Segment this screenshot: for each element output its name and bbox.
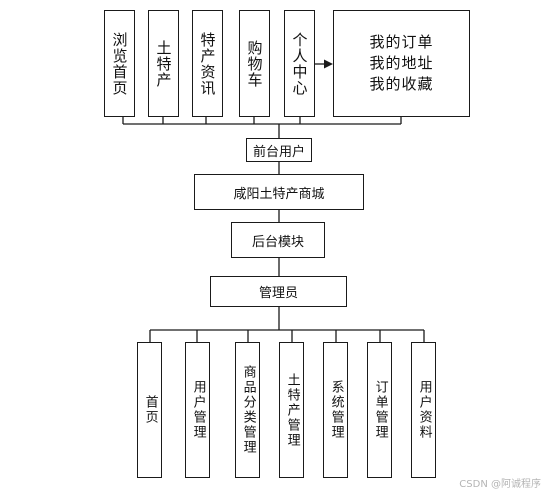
admin-box: 管理员 <box>210 276 347 307</box>
admin-item-user-management: 用户管理 <box>185 342 210 478</box>
admin-item-specialty-management: 土特产管理 <box>279 342 304 478</box>
nav-item-label: 土特产 <box>154 39 173 88</box>
admin-item-label: 订单管理 <box>372 380 388 440</box>
admin-label: 管理员 <box>258 286 298 301</box>
system-name-box: 咸阳土特产商城 <box>194 174 364 210</box>
submenu-item-my-orders: 我的订单 <box>369 33 434 51</box>
admin-item-label: 系统管理 <box>328 380 344 440</box>
admin-item-label: 土特产管理 <box>284 372 300 448</box>
back-module-box: 后台模块 <box>231 222 325 258</box>
admin-item-category-management: 商品分类管理 <box>235 342 260 478</box>
admin-item-label: 商品分类管理 <box>240 365 256 455</box>
nav-item-local-specialty: 土特产 <box>148 10 179 117</box>
back-module-label: 后台模块 <box>251 234 304 250</box>
watermark: CSDN @阿诚程序 <box>459 479 541 490</box>
nav-item-label: 购物车 <box>245 39 264 88</box>
admin-item-label: 用户管理 <box>190 380 206 440</box>
front-user-box: 前台用户 <box>246 138 312 162</box>
admin-item-order-management: 订单管理 <box>367 342 392 478</box>
submenu-item-my-favorites: 我的收藏 <box>369 75 434 93</box>
nav-item-label: 特产资讯 <box>198 31 217 96</box>
nav-item-browse-home: 浏览首页 <box>104 10 135 117</box>
admin-item-system-management: 系统管理 <box>323 342 348 478</box>
admin-item-label: 用户资料 <box>416 380 432 440</box>
nav-item-label: 浏览首页 <box>110 31 129 96</box>
system-name-label: 咸阳土特产商城 <box>233 186 325 202</box>
nav-item-specialty-news: 特产资讯 <box>192 10 223 117</box>
admin-item-label: 首页 <box>142 395 158 425</box>
submenu-item-my-address: 我的地址 <box>369 54 434 72</box>
admin-item-home: 首页 <box>137 342 162 478</box>
personal-center-submenu: 我的订单 我的地址 我的收藏 <box>333 10 470 117</box>
nav-item-label: 个人中心 <box>290 31 309 96</box>
front-user-label: 前台用户 <box>252 144 305 160</box>
nav-item-personal-center: 个人中心 <box>284 10 315 117</box>
admin-item-user-profile: 用户资料 <box>411 342 436 478</box>
nav-item-shopping-cart: 购物车 <box>239 10 270 117</box>
